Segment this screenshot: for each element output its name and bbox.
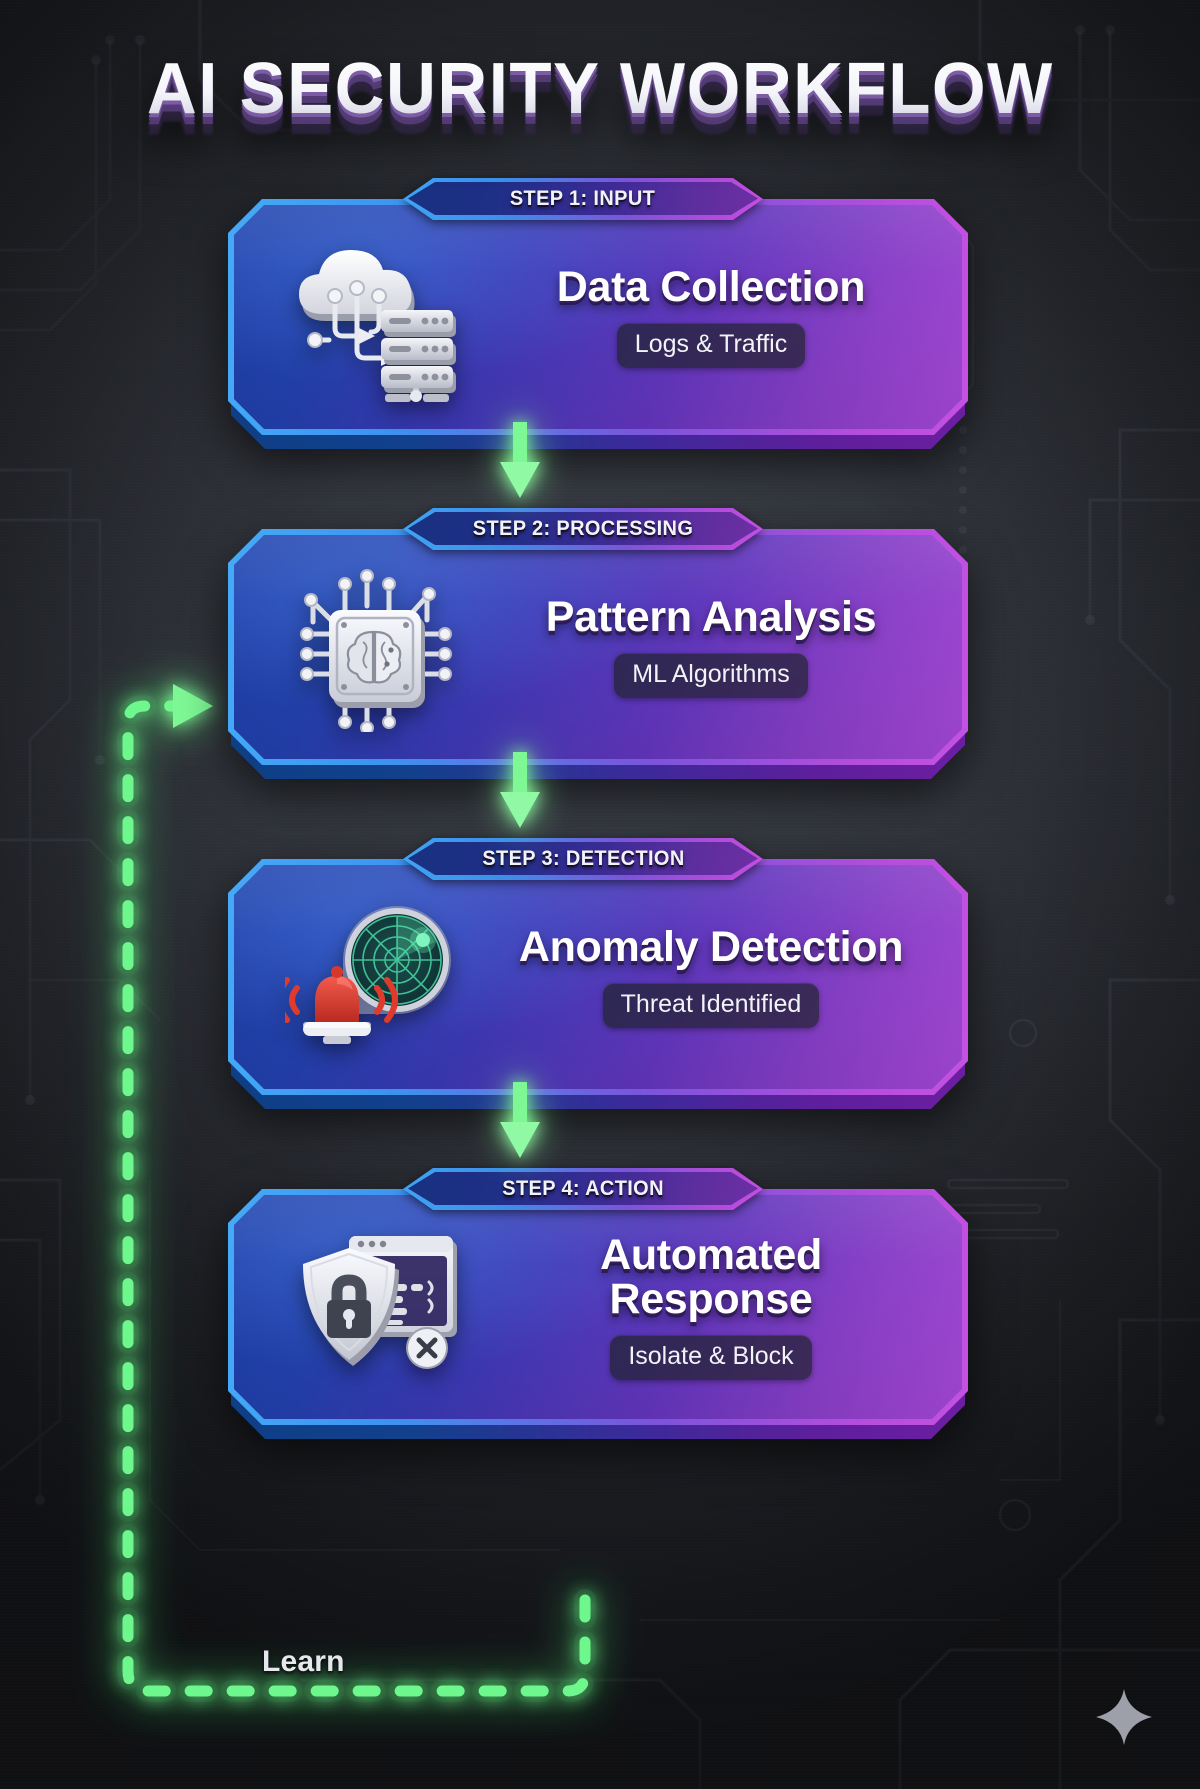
step-4-title: Automated Response — [600, 1230, 822, 1323]
step-4-body: </> — [228, 1189, 968, 1425]
ai-chip-brain-icon — [282, 561, 468, 733]
step-2-title: Pattern Analysis — [545, 592, 877, 641]
step-2-text: Pattern Analysis ML Algorithms — [494, 592, 928, 699]
step-4-tab-inner: STEP 4: ACTION — [408, 1172, 758, 1205]
step-3-body: Anomaly Detection Threat Identified — [228, 859, 968, 1095]
sparkle-icon — [1096, 1689, 1152, 1745]
step-1-body: Data Collection Logs & Traffic — [228, 199, 968, 435]
step-2-subtitle-pill: ML Algorithms — [614, 653, 808, 699]
step-3-text: Anomaly Detection Threat Identified — [494, 922, 928, 1029]
step-2-tab-label: STEP 2: PROCESSING — [472, 516, 694, 540]
step-3-content: Anomaly Detection Threat Identified — [234, 865, 962, 1089]
step-1-content: Data Collection Logs & Traffic — [234, 205, 962, 429]
feedback-loop-label: Learn — [262, 1645, 345, 1678]
step-4-tab: STEP 4: ACTION — [403, 1168, 763, 1210]
step-3-tab-inner: STEP 3: DETECTION — [408, 842, 758, 875]
step-1-tab: STEP 1: INPUT — [403, 178, 763, 220]
connector-arrow-3 — [498, 1082, 542, 1160]
step-2-tab: STEP 2: PROCESSING — [403, 508, 763, 550]
step-2-tab-inner: STEP 2: PROCESSING — [408, 512, 758, 545]
step-3-tab-label: STEP 3: DETECTION — [481, 846, 685, 870]
step-4-text: Automated Response Isolate & Block — [494, 1230, 928, 1381]
step-4-tab-label: STEP 4: ACTION — [502, 1176, 664, 1200]
step-1-tab-label: STEP 1: INPUT — [510, 186, 656, 210]
step-1-title: Data Collection — [556, 262, 866, 311]
shield-lock-terminal-icon: </> — [282, 1221, 468, 1393]
step-3-title: Anomaly Detection — [518, 922, 904, 971]
cloud-server-icon — [282, 231, 468, 403]
page-title-container: AI SECURITY WORKFLOW — [0, 48, 1200, 130]
step-3-tab: STEP 3: DETECTION — [403, 838, 763, 880]
step-2-body: Pattern Analysis ML Algorithms — [228, 529, 968, 765]
connector-arrow-1 — [498, 422, 542, 500]
page-title: AI SECURITY WORKFLOW — [146, 49, 1054, 129]
connector-arrow-2 — [498, 752, 542, 830]
step-1-tab-inner: STEP 1: INPUT — [408, 182, 758, 215]
step-1-subtitle-pill: Logs & Traffic — [616, 323, 806, 369]
step-4-content: </> — [234, 1195, 962, 1419]
step-2-content: Pattern Analysis ML Algorithms — [234, 535, 962, 759]
radar-alarm-icon — [282, 891, 468, 1063]
step-3-subtitle-pill: Threat Identified — [602, 983, 820, 1029]
step-4-subtitle-pill: Isolate & Block — [610, 1335, 812, 1381]
step-1-text: Data Collection Logs & Traffic — [494, 262, 928, 369]
